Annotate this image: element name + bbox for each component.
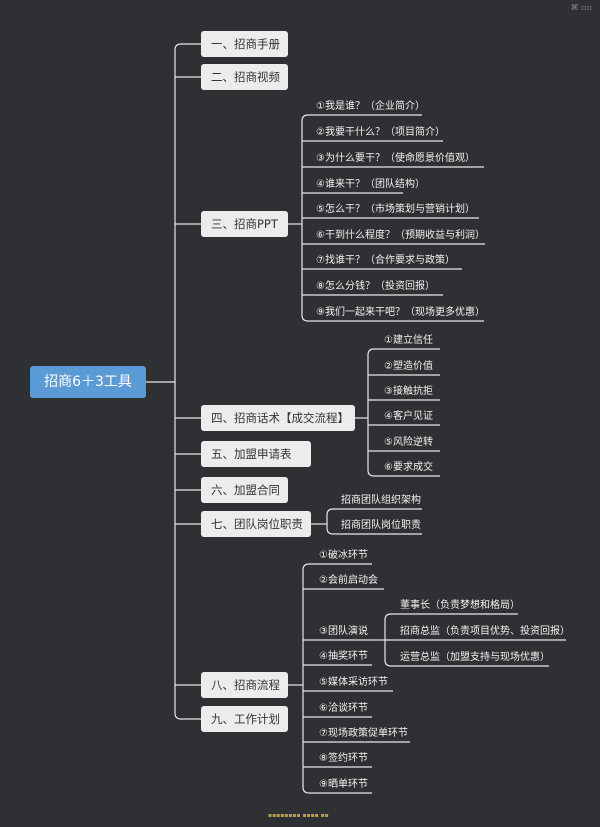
branch-process[interactable]: 八、招商流程 — [201, 672, 288, 698]
root-connector-link — [174, 43, 201, 51]
script-item: ③接触抗拒 — [384, 386, 433, 397]
ppt-item: ④谁来干？（团队结构） — [316, 179, 425, 190]
team-item: 招商团队组织架构 — [341, 495, 421, 506]
branch-manual[interactable]: 一、招商手册 — [201, 31, 288, 57]
script-connector-link — [367, 469, 440, 477]
ppt-item: ③为什么要干？（使命愿景价值观） — [316, 153, 475, 164]
process-item: ②会前启动会 — [319, 575, 378, 586]
footer-watermark: ▪▪▪▪▪▪▪▪ ▪▪▪▪ ▪▪ — [268, 812, 329, 819]
process-item: ①破冰环节 — [319, 550, 368, 561]
branch-work-plan[interactable]: 九、工作计划 — [201, 706, 288, 732]
ppt-connector-link — [301, 314, 484, 322]
ppt-item: ⑨我们一起来干吧？（现场更多优惠） — [316, 307, 485, 318]
branch-script[interactable]: 四、招商话术【成交流程】 — [201, 405, 355, 431]
script-item: ②塑造价值 — [384, 361, 433, 372]
process-connector-link — [302, 563, 372, 571]
branch-ppt[interactable]: 三、招商PPT — [201, 211, 288, 237]
speech-item: 招商总监（负责项目优势、投资回报） — [400, 626, 570, 637]
script-item: ⑤风险逆转 — [384, 437, 433, 448]
branch-contract[interactable]: 六、加盟合同 — [201, 477, 288, 503]
process-item: ③团队演说 — [319, 626, 368, 637]
process-item: ⑧签约环节 — [319, 753, 368, 764]
process-item: ⑦现场政策促单环节 — [319, 728, 408, 739]
ppt-item: ⑥干到什么程度？（预期收益与利润） — [316, 230, 485, 241]
root-node[interactable]: 招商6＋3工具 — [30, 366, 146, 398]
speech-item: 董事长（负责梦想和格局） — [400, 600, 520, 611]
ppt-item: ②我要干什么？（项目简介） — [316, 127, 445, 138]
team-item: 招商团队岗位职责 — [341, 520, 421, 531]
branch-application-form[interactable]: 五、加盟申请表 — [201, 441, 311, 467]
process-item: ④抽奖环节 — [319, 651, 368, 662]
script-connector-link — [367, 348, 440, 356]
root-connector-link — [174, 712, 201, 720]
ppt-connector-link — [301, 114, 422, 122]
branch-team-duties[interactable]: 七、团队岗位职责 — [201, 511, 311, 537]
process-item: ⑥洽谈环节 — [319, 703, 368, 714]
process-item: ⑨晒单环节 — [319, 779, 368, 790]
ppt-item: ①我是谁？（企业简介） — [316, 101, 425, 112]
speech-connector-link — [384, 613, 518, 621]
team-connector-link — [326, 527, 422, 535]
script-item: ①建立信任 — [384, 335, 433, 346]
process-item: ⑤媒体采访环节 — [319, 677, 388, 688]
ppt-item: ⑦找谁干？（合作要求与政策） — [316, 255, 455, 266]
process-connector-link — [302, 786, 372, 794]
speech-connector-link — [384, 659, 549, 667]
script-item: ④客户见证 — [384, 411, 433, 422]
branch-video[interactable]: 二、招商视频 — [201, 64, 288, 90]
ppt-item: ⑧怎么分钱？（投资回报） — [316, 281, 435, 292]
speech-item: 运营总监（加盟支持与现场优惠） — [400, 652, 550, 663]
ppt-item: ⑤怎么干？（市场策划与营销计划） — [316, 204, 475, 215]
watermark-icon: ⌘ ▫▫ — [570, 3, 592, 12]
team-connector-link — [326, 508, 422, 516]
script-item: ⑥要求成交 — [384, 462, 433, 473]
